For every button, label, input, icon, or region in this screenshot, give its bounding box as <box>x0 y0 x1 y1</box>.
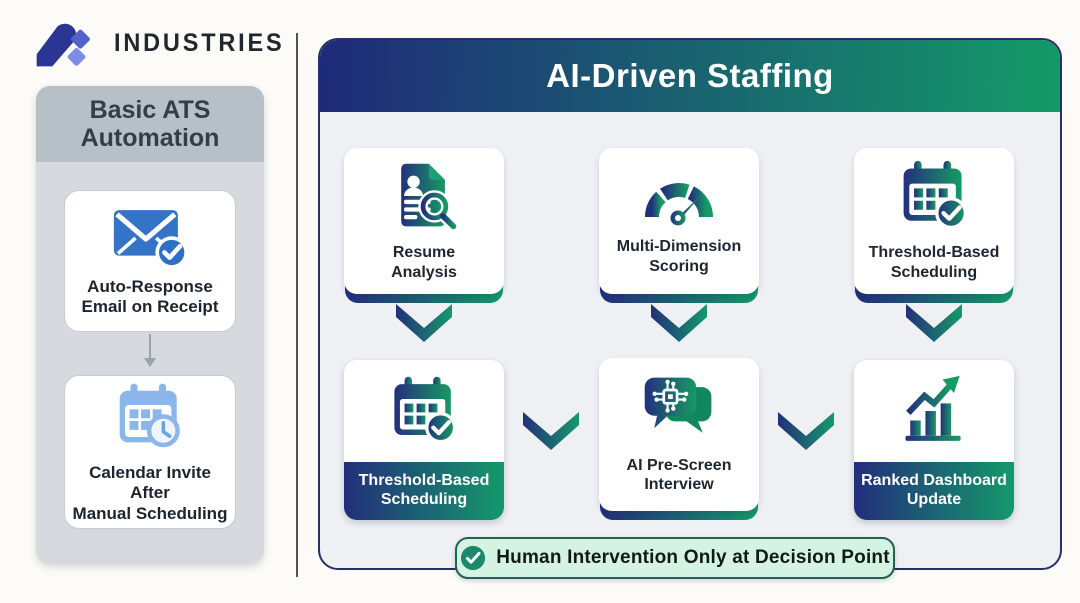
flow-arrow <box>144 334 156 367</box>
envelope-check-icon <box>113 209 188 269</box>
badge-label: Human Intervention Only at Decision Poin… <box>496 547 890 568</box>
chat-circuit-icon <box>644 377 712 433</box>
chart-arrow-icon <box>905 375 961 441</box>
brand-text: INDUSTRIES <box>114 28 285 57</box>
calendar-invite-card: Calendar Invite After Manual Scheduling <box>64 375 236 529</box>
card-band: Threshold-Based Scheduling <box>344 462 504 520</box>
chevron-down-icon <box>906 304 962 342</box>
chevron-down-icon <box>651 304 707 342</box>
card-band-label: Ranked Dashboard Update <box>861 472 1007 508</box>
card-band-label: Threshold-Based Scheduling <box>358 472 490 508</box>
section-divider <box>296 33 298 577</box>
logo: INDUSTRIES <box>28 12 295 74</box>
resume-search-icon <box>401 164 459 232</box>
ranked-dashboard-band-card: Ranked Dashboard Update <box>854 360 1014 520</box>
check-circle-icon <box>461 545 486 571</box>
human-intervention-badge: Human Intervention Only at Decision Poin… <box>455 537 895 579</box>
chevron-down-icon <box>523 412 579 450</box>
calendar-clock-icon <box>119 383 180 448</box>
logo-mark-icon <box>36 23 90 67</box>
basic-ats-title: Basic ATS Automation <box>36 86 264 162</box>
threshold-scheduling-band-card: Threshold-Based Scheduling <box>344 360 504 520</box>
calendar-check-icon <box>903 161 968 230</box>
card-label: Auto-Response Email on Receipt <box>81 276 219 316</box>
card-label: AI Pre-Screen Interview <box>626 456 732 493</box>
card-label: Multi-Dimension Scoring <box>616 238 742 275</box>
basic-ats-panel: Basic ATS Automation Auto-Response Email… <box>36 86 264 564</box>
chevron-down-icon <box>396 304 452 342</box>
card-label: Calendar Invite After Manual Scheduling <box>72 462 228 523</box>
threshold-scheduling-card: Threshold-Based Scheduling <box>854 148 1014 303</box>
calendar-check-icon <box>394 376 457 444</box>
panel-title: AI-Driven Staffing <box>546 57 834 94</box>
ai-staffing-panel: AI-Driven Staffing Resume Analysis <box>318 38 1062 570</box>
card-label: Threshold-Based Scheduling <box>868 244 1000 281</box>
resume-analysis-card: Resume Analysis <box>344 148 504 303</box>
gauge-icon <box>644 183 713 226</box>
auto-response-card: Auto-Response Email on Receipt <box>64 190 236 332</box>
chevron-down-icon <box>778 412 834 450</box>
multi-dimension-scoring-card: Multi-Dimension Scoring <box>599 148 759 303</box>
panel-header: AI-Driven Staffing <box>320 40 1060 112</box>
card-band: Ranked Dashboard Update <box>854 462 1014 520</box>
card-label: Resume Analysis <box>391 244 457 281</box>
ai-prescreen-card: AI Pre-Screen Interview <box>599 358 759 520</box>
